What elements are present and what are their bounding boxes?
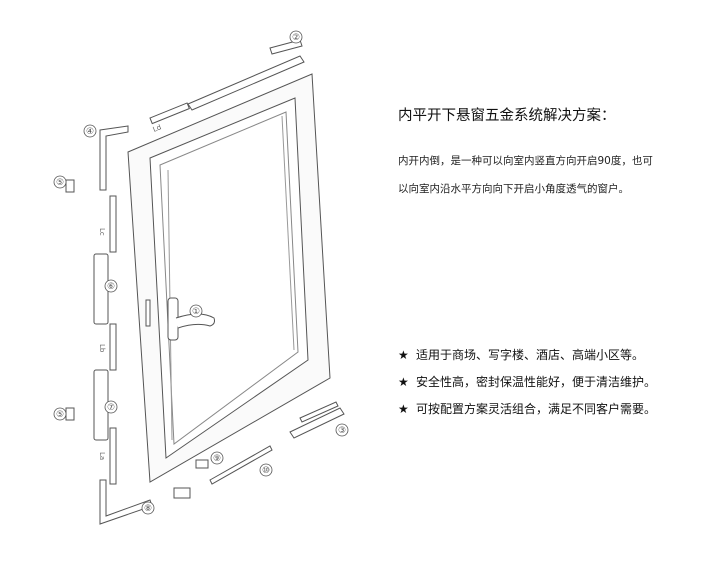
callout-1: ①: [192, 307, 200, 317]
callout-10: ⑩: [262, 466, 270, 476]
feature-item: ★ 可按配置方案灵活组合，满足不同客户需要。: [398, 400, 656, 427]
part-label-la: La: [98, 452, 106, 460]
feature-list: ★ 适用于商场、写字楼、酒店、高端小区等。 ★ 安全性高，密封保温性能好，便于清洁维…: [398, 346, 656, 427]
part-label-lc: Lc: [98, 228, 106, 236]
feature-item: ★ 安全性高，密封保温性能好，便于清洁维护。: [398, 373, 656, 400]
feature-text: 适用于商场、写字楼、酒店、高端小区等。: [416, 348, 645, 362]
callout-8: ⑧: [144, 504, 152, 514]
callout-4: ④: [86, 127, 94, 137]
description-line-2: 以向室内沿水平方向向下开启小角度透气的窗户。: [398, 183, 629, 195]
callout-3: ③: [338, 426, 346, 436]
text-panel: 内平开下悬窗五金系统解决方案： 内开内倒，是一种可以向室内竖直方向开启90度，也…: [392, 0, 717, 575]
callout-5-bottom: ⑤: [56, 410, 64, 420]
part-label-ld: Ld: [152, 123, 163, 134]
feature-item: ★ 适用于商场、写字楼、酒店、高端小区等。: [398, 346, 656, 373]
callout-5-top: ⑤: [56, 178, 64, 188]
corner-part-top: [99, 125, 129, 191]
callout-2: ②: [292, 33, 300, 43]
callout-6: ⑥: [107, 282, 115, 292]
callout-7: ⑦: [107, 403, 115, 413]
callout-9: ⑨: [213, 454, 221, 464]
corner-part-bottom: [99, 479, 153, 525]
star-icon: ★: [398, 375, 409, 389]
star-icon: ★: [398, 402, 409, 416]
star-icon: ★: [398, 348, 409, 362]
page-title: 内平开下悬窗五金系统解决方案：: [398, 108, 616, 124]
description-line-1: 内开内倒，是一种可以向室内竖直方向开启90度，也可: [398, 155, 653, 167]
window-sash: [149, 97, 309, 459]
window-hardware-diagram: ① ② ③ ④ ⑤ ⑤ ⑥ ⑦ ⑧ ⑨ ⑩ Ld Lc Lb La: [53, 30, 349, 525]
part-label-lb: Lb: [98, 344, 106, 353]
feature-text: 可按配置方案灵活组合，满足不同客户需要。: [416, 402, 657, 416]
feature-text: 安全性高，密封保温性能好，便于清洁维护。: [416, 375, 657, 389]
top-stay-part: [187, 55, 305, 111]
